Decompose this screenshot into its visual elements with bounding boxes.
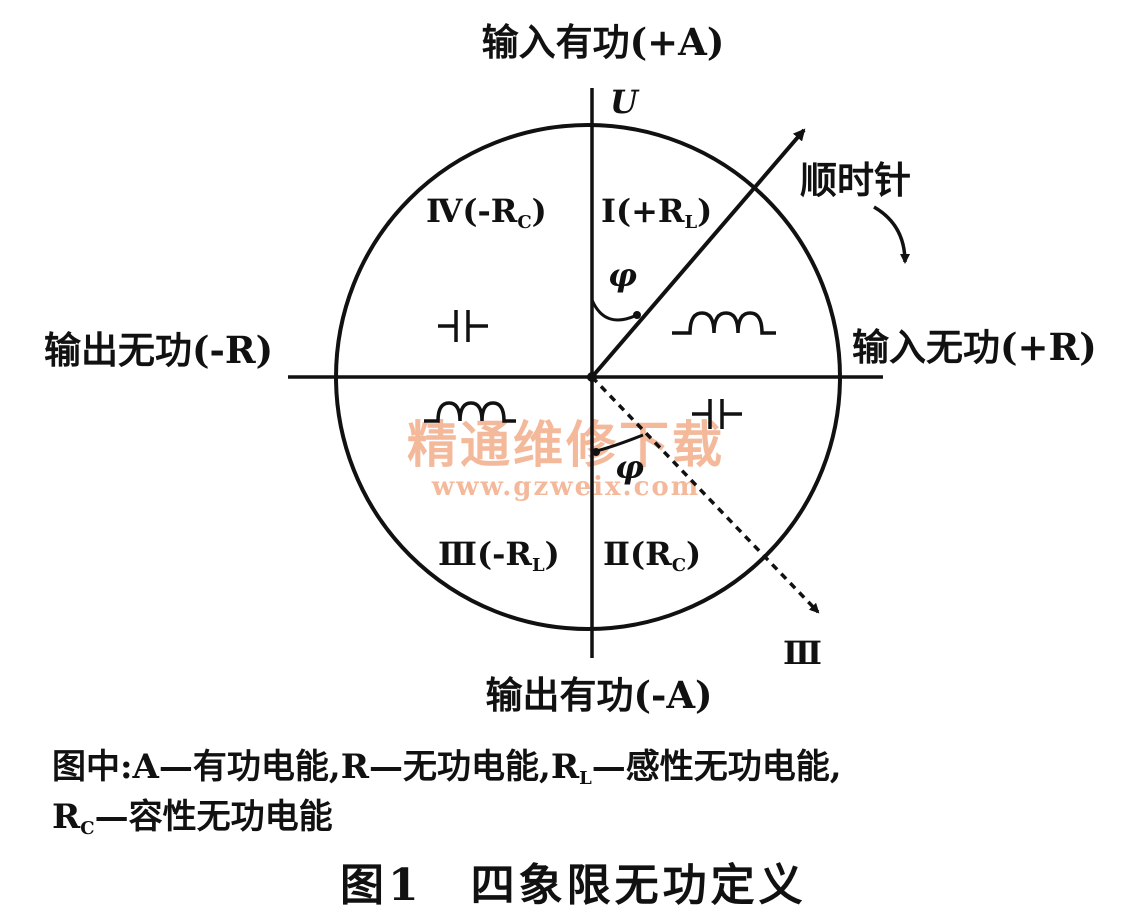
dashed-vector-label: Ⅲ xyxy=(783,634,822,672)
watermark-url: www.gzweix.com xyxy=(431,472,701,502)
figure-title: 图1 四象限无功定义 xyxy=(340,860,807,911)
bottom-axis-label: 输出有功(-A) xyxy=(485,673,712,717)
quadrant-2-label: Ⅱ(RC) xyxy=(603,535,701,576)
top-axis-label: 输入有功(+A) xyxy=(482,20,725,64)
dashed-vector-arrow xyxy=(590,375,820,614)
capacitor-icon-q4 xyxy=(438,310,488,342)
inductor-icon-q1 xyxy=(672,311,776,335)
caption-line-1: 图中:A—有功电能,R—无功电能,RL—感性无功电能, xyxy=(52,747,842,789)
left-axis-label: 输出无功(-R) xyxy=(44,328,273,372)
clockwise-label: 顺时针 xyxy=(800,158,911,202)
quadrant-1-label: Ⅰ(+RL) xyxy=(601,192,712,233)
capacitor-icon-q2 xyxy=(692,399,742,429)
watermark-title: 精通维修下载 xyxy=(407,415,725,474)
angle-arc-upper-dot xyxy=(633,311,641,319)
quadrant-3-label: Ⅲ(-RL) xyxy=(438,535,560,576)
angle-arc-lower-dot xyxy=(592,448,600,456)
clockwise-arrow xyxy=(873,205,910,264)
caption-line-2: RC—容性无功电能 xyxy=(52,797,333,839)
u-axis-label: U xyxy=(610,83,640,121)
inductor-icon-q3 xyxy=(424,401,516,423)
angle-arc-upper xyxy=(590,299,638,322)
quadrant-4-label: Ⅳ(-RC) xyxy=(426,192,547,233)
solid-vector-arrow xyxy=(590,128,806,379)
phi-upper: φ xyxy=(608,256,637,294)
right-axis-label: 输入无功(+R) xyxy=(852,325,1097,369)
phi-lower: φ xyxy=(615,448,644,486)
